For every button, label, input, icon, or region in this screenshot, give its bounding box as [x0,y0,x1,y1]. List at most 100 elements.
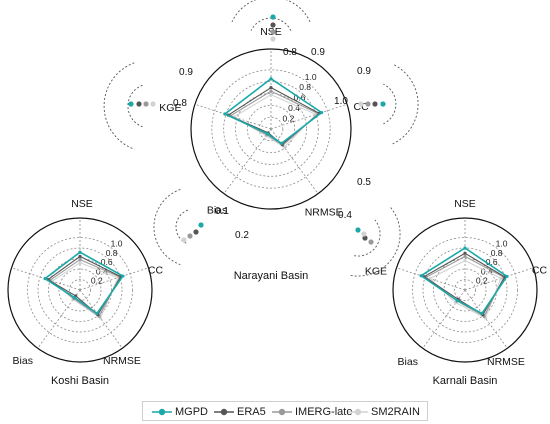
axis-label-bias: Bias [398,356,418,368]
zoom-arc [175,209,188,245]
zoom-arc [231,0,311,22]
zoom-point-sm2rain [181,237,187,243]
axis-label-cc: CC [532,265,548,277]
zoom-arc [392,63,419,145]
zoom-point-era5 [362,235,368,241]
r-tick-label: 0.6 [101,257,113,267]
point-mgpd [223,112,227,116]
legend-swatch-mgpd [152,408,172,416]
grid-ring [246,104,296,154]
grid-ring [235,93,307,165]
axis-label-nrmse: NRMSE [305,206,343,218]
grid-ring [69,279,91,301]
r-tick-label: 1.0 [111,239,123,249]
r-tick-label: 0.8 [106,248,118,258]
point-mgpd [419,274,423,278]
point-sm2rain [463,259,467,263]
axis-label-nrmse: NRMSE [487,356,525,368]
axis-label-cc: CC [354,101,370,113]
series-mgpd [43,251,125,315]
axis-label-nse: NSE [454,198,476,210]
zoom-point-era5 [193,229,199,235]
series-sm2rain [429,259,502,319]
point-era5 [463,251,467,255]
r-tick-label: 0.4 [288,103,300,113]
point-mgpd [265,132,270,136]
zoom-label: 0.9 [311,47,325,58]
zoom-inset-kge: 0.80.9 [103,62,193,150]
radar-koshi: 0.20.40.60.81.0NSECCNRMSEBiasKGEKoshi Ba… [0,198,163,387]
axis-label-bias: Bias [13,355,33,367]
radar-frame [392,217,538,363]
radar-frame [7,217,153,363]
zoom-inset-nrmse: 0.40.5 [338,177,401,277]
zoom-arc [350,206,401,277]
zoom-point-imerg-late [143,101,149,107]
zoom-point-era5 [270,22,276,28]
zoom-inset-bias: 0.10.2 [153,188,249,266]
r-tick-label: 0.8 [491,248,503,258]
point-imerg-late [269,89,273,93]
point-sm2rain [78,261,82,265]
point-sm2rain [499,276,503,280]
r-tick-label: 0.2 [91,276,103,286]
point-mgpd [463,246,467,250]
zoom-point-mgpd [355,227,361,233]
point-sm2rain [269,93,273,97]
series-sm2rain [51,262,119,319]
zoom-point-sm2rain [361,231,367,237]
legend: MGPD ERA5 IMERG-late SM2RAIN [142,401,428,421]
grid-ring [454,279,476,301]
point-mgpd [121,274,125,278]
radar-karnali: 0.20.40.60.81.0NSECCNRMSEBiasKGEKarnali … [365,198,548,387]
zoom-point-sm2rain [358,101,364,107]
legend-label-era5: ERA5 [237,406,266,418]
r-tick-label: 1.0 [496,239,508,249]
panel-title-koshi: Koshi Basin [51,375,109,387]
point-mgpd [72,296,77,300]
grid-ring [412,237,518,343]
zoom-point-mgpd [128,101,134,107]
grid-ring [27,237,133,343]
legend-swatch-sm2rain [348,408,368,416]
zoom-inset-cc: 1.0 0.9 [334,63,419,145]
axis-label-bias: Bias [207,204,227,216]
panel-title-narayani: Narayani Basin [234,270,309,282]
axis-label-nse: NSE [71,198,93,210]
zoom-label: 0.4 [338,210,352,221]
zoom-point-mgpd [270,14,276,20]
zoom-label: 0.9 [179,67,193,78]
grid-ring [211,69,331,189]
series-era5 [46,255,122,316]
zoom-label: 0.9 [357,66,371,77]
zoom-point-mgpd [198,222,204,228]
axis-label-nrmse: NRMSE [103,355,141,367]
zoom-point-era5 [372,101,378,107]
zoom-point-imerg-late [270,29,276,35]
point-mgpd [480,311,484,315]
r-tick-label: 0.2 [476,276,488,286]
legend-label-imerg-late: IMERG-late [295,406,353,418]
zoom-point-sm2rain [150,101,156,107]
spoke [270,128,319,194]
point-mgpd [455,299,459,303]
zoom-point-sm2rain [270,36,276,42]
point-mgpd [269,77,273,81]
point-mgpd [505,274,509,278]
point-era5 [78,254,82,258]
zoom-arc [153,188,181,266]
series-imerg-late [49,258,121,318]
panel-title-karnali: Karnali Basin [433,375,498,387]
zoom-point-mgpd [380,101,386,107]
r-tick-label: 0.2 [283,114,295,124]
zoom-label: 1.0 [334,96,348,107]
zoom-arc [103,62,135,150]
grid-ring [58,268,102,312]
point-mgpd [320,110,324,115]
spoke [79,267,149,291]
series-imerg-late [229,90,320,146]
r-tick-label: 0.6 [486,257,498,267]
point-mgpd [43,277,47,281]
spoke [270,103,348,130]
